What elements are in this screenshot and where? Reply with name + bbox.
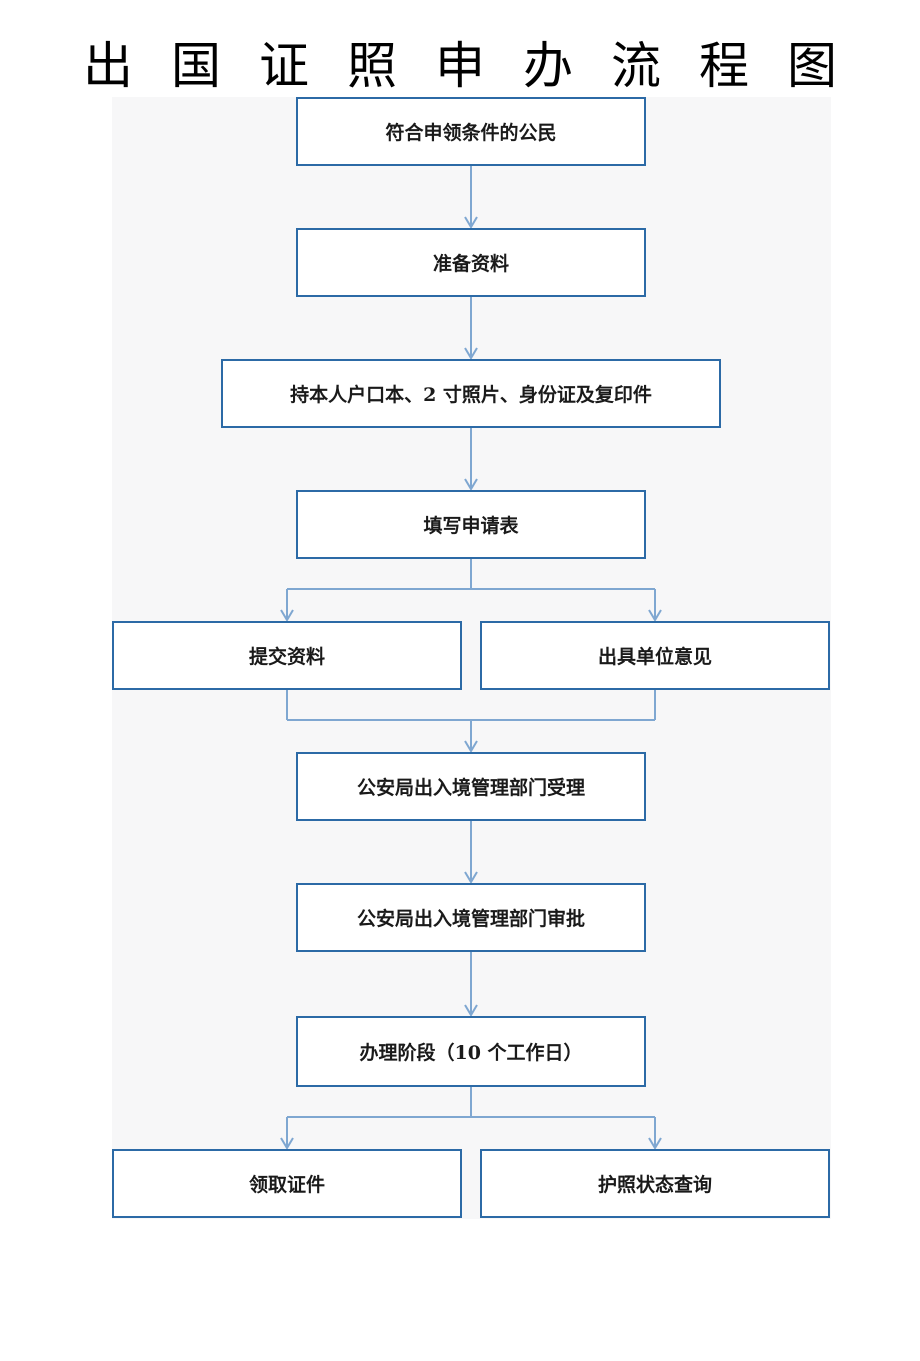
node-processing: 办理阶段（10 个工作日） [296, 1016, 646, 1087]
node-fill-form: 填写申请表 [296, 490, 646, 559]
arrow-icon [464, 740, 478, 753]
arrow-icon [464, 1004, 478, 1017]
arrow-icon [280, 609, 294, 622]
arrow-icon [648, 1137, 662, 1150]
node-accept: 公安局出入境管理部门受理 [296, 752, 646, 821]
arrow-icon [464, 347, 478, 360]
node-eligible-citizen: 符合申领条件的公民 [296, 97, 646, 166]
node-documents: 持本人户口本、2 寸照片、身份证及复印件 [221, 359, 721, 428]
node-collect: 领取证件 [112, 1149, 462, 1218]
arrow-icon [464, 216, 478, 229]
arrow-icon [464, 478, 478, 491]
page-title: 出国证照申办流程图 [83, 37, 875, 95]
node-approve: 公安局出入境管理部门审批 [296, 883, 646, 952]
node-prepare-materials: 准备资料 [296, 228, 646, 297]
arrow-icon [280, 1137, 294, 1150]
connector-layer [280, 165, 662, 1150]
arrow-icon [648, 609, 662, 622]
arrow-icon [464, 871, 478, 884]
flowchart-panel: 符合申领条件的公民 准备资料 持本人户口本、2 寸照片、身份证及复印件 填写申请… [112, 97, 831, 1219]
node-submit-materials: 提交资料 [112, 621, 462, 690]
node-status-query: 护照状态查询 [480, 1149, 830, 1218]
node-unit-opinion: 出具单位意见 [480, 621, 830, 690]
